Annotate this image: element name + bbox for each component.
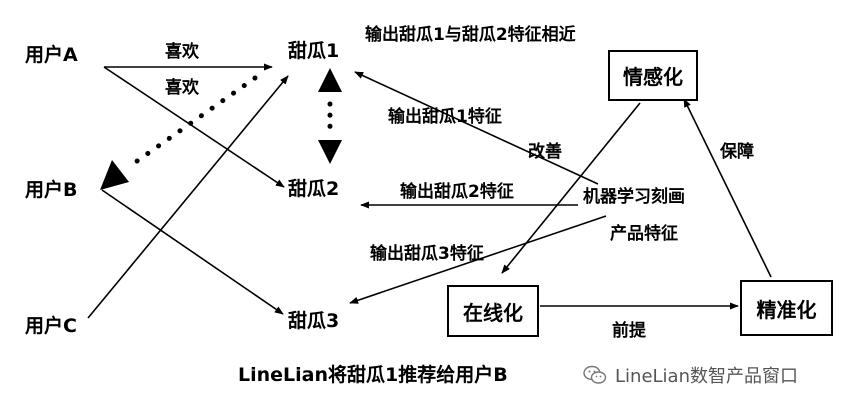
label-output-melon1: 输出甜瓜1特征 [388,107,502,127]
similar-arrowhead-up [318,68,342,92]
recommend-arrowhead [100,160,129,190]
box-precision-label: 精准化 [756,297,817,322]
edge-ml-melon1 [354,71,599,185]
node-user-a: 用户A [25,44,78,66]
similar-arrowhead-down [318,140,342,164]
label-premise: 前提 [612,321,646,341]
label-ml-line2: 产品特征 [610,224,678,244]
node-user-c: 用户C [25,315,77,337]
node-melon-2: 甜瓜2 [288,178,340,200]
edge-usera-melon2 [103,66,285,188]
wechat-icon [583,365,607,384]
box-emotion: 情感化 [608,50,698,101]
label-like-2: 喜欢 [165,78,199,98]
box-online: 在线化 [447,285,539,337]
box-emotion-label: 情感化 [623,65,683,89]
watermark-text: LineLian数智产品窗口 [615,366,798,387]
label-like-1: 喜欢 [165,42,199,62]
edge-userb-melon3 [101,189,284,315]
watermark: LineLian数智产品窗口 [583,362,798,388]
edge-emotion-online [501,102,641,274]
node-user-b: 用户B [25,179,78,201]
edge-userc-melon1 [87,75,289,319]
box-online-label: 在线化 [463,300,523,325]
caption: LineLian将甜瓜1推荐给用户B [238,364,508,386]
label-similar: 输出甜瓜1与甜瓜2特征相近 [365,25,576,45]
label-output-melon3: 输出甜瓜3特征 [370,244,484,264]
box-precision: 精准化 [740,280,833,336]
label-guarantee: 保障 [720,142,754,162]
label-improve: 改善 [528,142,562,162]
label-output-melon2: 输出甜瓜2特征 [400,182,514,202]
edge-precision-emotion [683,98,772,278]
edge-recommend-dotted [127,75,258,169]
label-ml-line1: 机器学习刻画 [583,187,685,207]
edge-ml-melon3 [349,215,607,304]
node-melon-3: 甜瓜3 [288,310,340,332]
node-melon-1: 甜瓜1 [288,40,340,62]
